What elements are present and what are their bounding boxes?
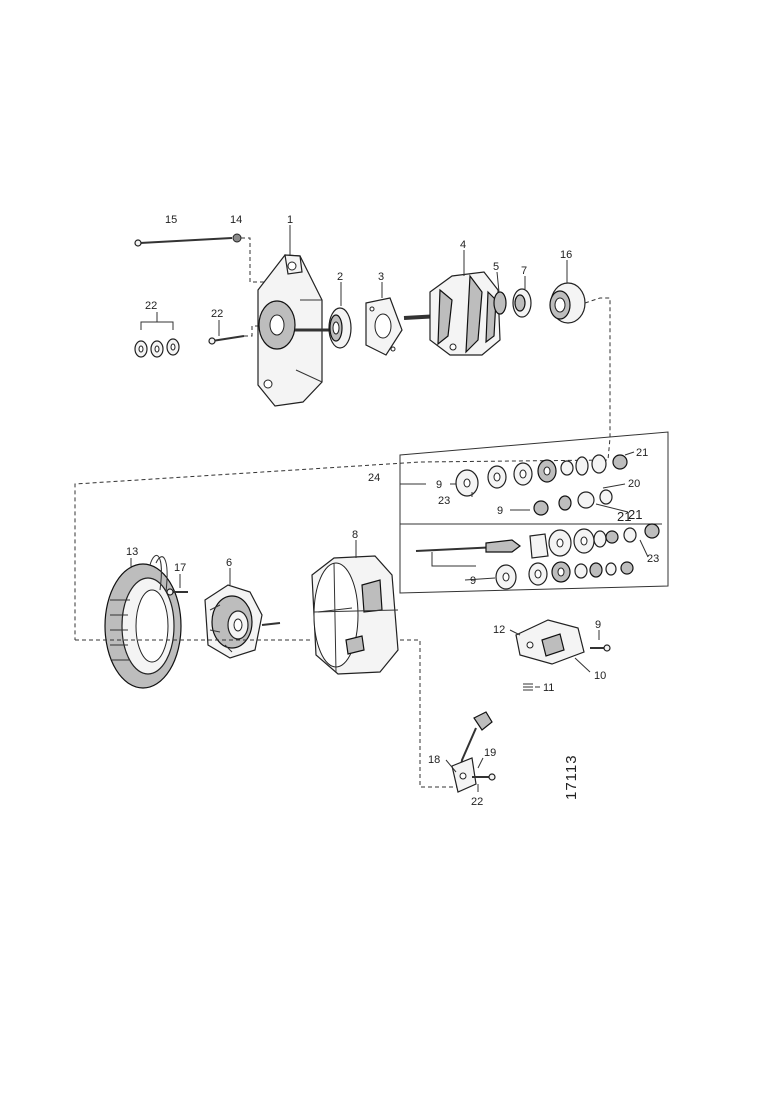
callout-6: 6: [226, 557, 232, 569]
callout-21-top: 21: [636, 447, 648, 459]
washer-row-1: [450, 454, 628, 497]
callout-12: 12: [493, 624, 505, 636]
callout-17: 17: [174, 562, 186, 574]
callout-9-regulator: 9: [595, 619, 601, 631]
retainer-plate-3: [365, 297, 403, 356]
bearing-7: [512, 288, 532, 318]
diode-assembly-18: [451, 711, 493, 793]
document-number: 17113: [563, 754, 580, 800]
callout-labels: 1 2 3 4 5 7 16 15 14 22 22 24 9 23 9 20 …: [126, 214, 659, 808]
callout-7: 7: [521, 265, 527, 277]
callout-14: 14: [230, 214, 242, 226]
callout-23-row3: 23: [647, 553, 659, 565]
callout-9-row4: 9: [470, 575, 476, 587]
washer-row-2: [510, 489, 613, 516]
callout-9-row1: 9: [436, 479, 442, 491]
callout-15: 15: [165, 214, 177, 226]
callout-1: 1: [287, 214, 293, 226]
callout-8: 8: [352, 529, 358, 541]
callout-22-screw: 22: [211, 308, 223, 320]
callout-22-nuts: 22: [145, 300, 157, 312]
screw-22-bottom: [472, 773, 496, 781]
slip-ring-end-housing-8: [311, 555, 399, 675]
callout-11: 11: [543, 682, 554, 694]
callout-2: 2: [337, 271, 343, 283]
callout-9-row2: 9: [497, 505, 503, 517]
screw-22: [208, 335, 245, 345]
callout-19: 19: [484, 747, 496, 759]
rotor-4: [403, 271, 501, 356]
callout-16: 16: [560, 249, 572, 261]
callout-20: 20: [628, 478, 640, 490]
callout-13: 13: [126, 546, 138, 558]
callout-21-bottom: 21: [617, 509, 631, 524]
drive-end-housing-1: [257, 254, 330, 407]
bolt-row-3: [415, 523, 660, 559]
washer-row-4: [464, 561, 634, 590]
bearing-cup-16: [549, 282, 586, 324]
spring-11: [523, 683, 540, 691]
screw-9: [590, 644, 611, 652]
slip-ring-end-frame-6: [204, 584, 263, 659]
callout-23-row1: 23: [438, 495, 450, 507]
washer-14: [232, 233, 242, 243]
bearing-2: [328, 307, 352, 349]
callout-5: 5: [493, 261, 499, 273]
bolt-15: [134, 237, 233, 247]
callout-18: 18: [428, 754, 440, 766]
callout-10: 10: [594, 670, 606, 682]
callout-4: 4: [460, 239, 466, 251]
regulator-12: [515, 619, 585, 665]
callout-24: 24: [368, 472, 380, 484]
stator-13: [104, 554, 182, 689]
rectifier-hardware-group: [399, 431, 669, 594]
slip-ring-5: [493, 291, 507, 315]
callout-3: 3: [378, 271, 384, 283]
nut-set-22: [134, 338, 180, 358]
bolt-17: [166, 588, 188, 596]
callout-22-bottom: 22: [471, 796, 483, 808]
callout-21-mid: 21: [628, 507, 642, 522]
